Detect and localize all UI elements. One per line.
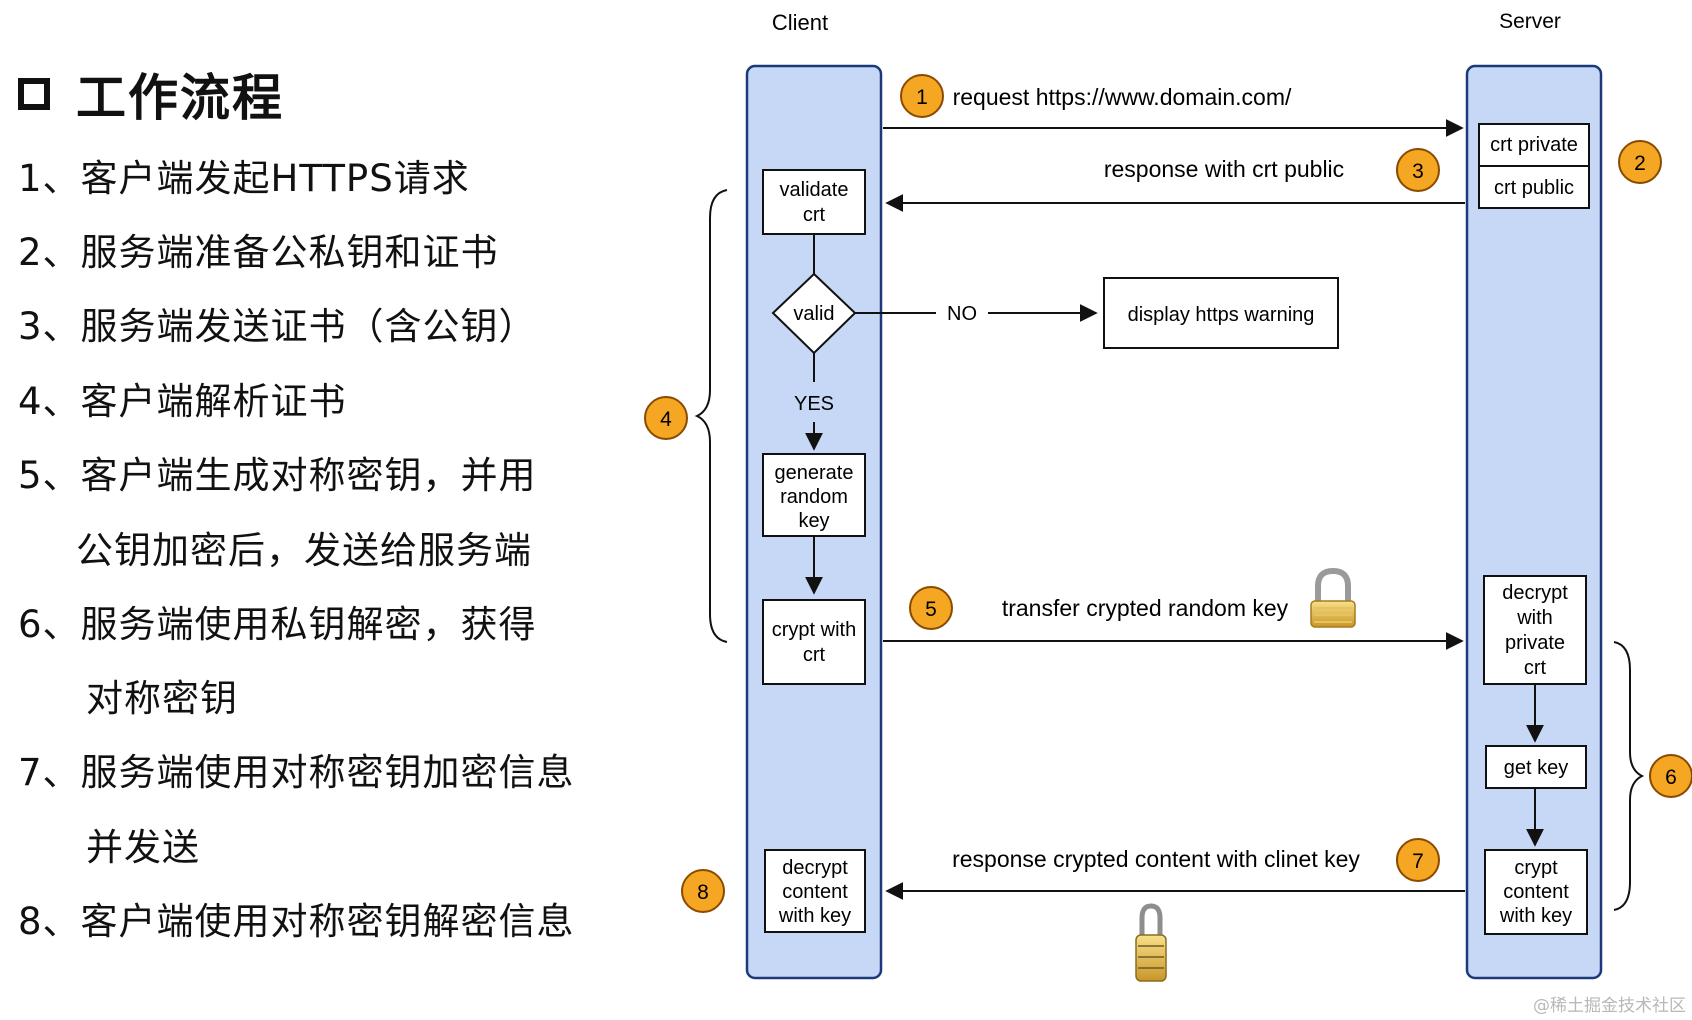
decrypt-private-crt-box [1483,575,1587,685]
square-bullet-icon [18,78,50,110]
svg-text:3: 3 [1412,160,1424,183]
crt-private-label: crt private [1490,134,1578,156]
decrypt-content-line-1: decrypt [782,857,848,879]
decrypt-private-line-2: with [1516,607,1553,629]
get-key-box [1485,745,1587,789]
svg-text:7: 7 [1412,850,1424,873]
get-key-label: get key [1504,757,1568,779]
decrypt-private-line-3: private [1505,632,1565,654]
crypt-content-line-1: crypt [1514,857,1558,879]
response-crt-label: response with crt public [1104,156,1344,182]
step-badge-8: 8 [681,869,725,913]
svg-text:8: 8 [697,881,709,904]
step-8: 8、客户端使用对称密钥解密信息 [18,900,575,943]
response-content-label: response crypted content with clinet key [952,846,1360,872]
warning-box [1103,277,1339,349]
svg-text:4: 4 [660,408,672,431]
crypt-with-crt-line-2: crt [803,644,826,666]
left-brace-step-4 [694,189,728,643]
right-brace-step-6 [1613,641,1645,911]
decrypt-content-line-2: content [782,881,848,903]
decrypt-content-box [764,849,866,933]
step-badge-6: 6 [1649,754,1692,798]
crt-private-box [1478,123,1590,167]
step-6-continued: 对称密钥 [86,677,238,720]
left-panel: 工作流程 1、客户端发起HTTPS请求 2、服务端准备公私钥和证书 3、服务端发… [0,0,640,1020]
step-6: 6、服务端使用私钥解密，获得 [18,603,537,646]
svg-text:6: 6 [1665,766,1677,789]
svg-text:5: 5 [925,598,937,621]
step-3: 3、服务端发送证书（含公钥） [18,305,537,348]
crypt-content-box [1484,849,1588,935]
generate-key-line-1: generate [775,462,854,484]
step-badge-4: 4 [644,396,688,440]
crypt-content-line-3: with key [1499,905,1572,927]
step-2: 2、服务端准备公私钥和证书 [18,231,499,274]
crt-public-box [1478,165,1590,209]
watermark: @稀土掘金技术社区 [1533,996,1686,1016]
step-5: 5、客户端生成对称密钥，并用 [18,454,537,497]
crypt-with-crt-line-1: crypt with [772,619,856,641]
no-label: NO [947,303,977,325]
generate-key-line-3: key [798,510,829,532]
step-badge-2: 2 [1618,140,1662,184]
step-7-continued: 并发送 [86,826,200,869]
yes-label: YES [794,393,834,415]
decrypt-content-line-3: with key [778,905,851,927]
crypt-content-line-2: content [1503,881,1569,903]
step-badge-1: 1 [900,74,944,118]
step-badge-7: 7 [1396,838,1440,882]
padlock-icon [1135,903,1167,982]
lock-icon [1310,567,1356,628]
decrypt-private-line-1: decrypt [1502,582,1568,604]
step-5-continued: 公钥加密后，发送给服务端 [76,529,532,572]
generate-key-box [762,453,866,537]
request-label: request https://www.domain.com/ [953,84,1292,110]
step-1: 1、客户端发起HTTPS请求 [18,157,470,200]
client-label: Client [772,10,828,35]
transfer-key-label: transfer crypted random key [1002,595,1289,621]
validate-crt-box [762,169,866,235]
svg-text:2: 2 [1634,152,1646,175]
step-badge-5: 5 [909,586,953,630]
server-label: Server [1499,10,1561,33]
step-4: 4、客户端解析证书 [18,380,347,423]
step-badge-3: 3 [1396,148,1440,192]
validate-crt-line-2: crt [803,204,826,226]
crypt-with-crt-box [762,599,866,685]
validate-crt-line-1: validate [780,179,849,201]
step-7: 7、服务端使用对称密钥加密信息 [18,751,575,794]
warning-text: display https warning [1128,304,1315,326]
section-heading: 工作流程 [18,58,284,130]
generate-key-line-2: random [780,486,848,508]
section-title: 工作流程 [76,69,284,127]
svg-text:1: 1 [916,86,928,109]
valid-label: valid [793,303,834,325]
crt-public-label: crt public [1494,177,1574,199]
decrypt-private-line-4: crt [1524,657,1547,679]
